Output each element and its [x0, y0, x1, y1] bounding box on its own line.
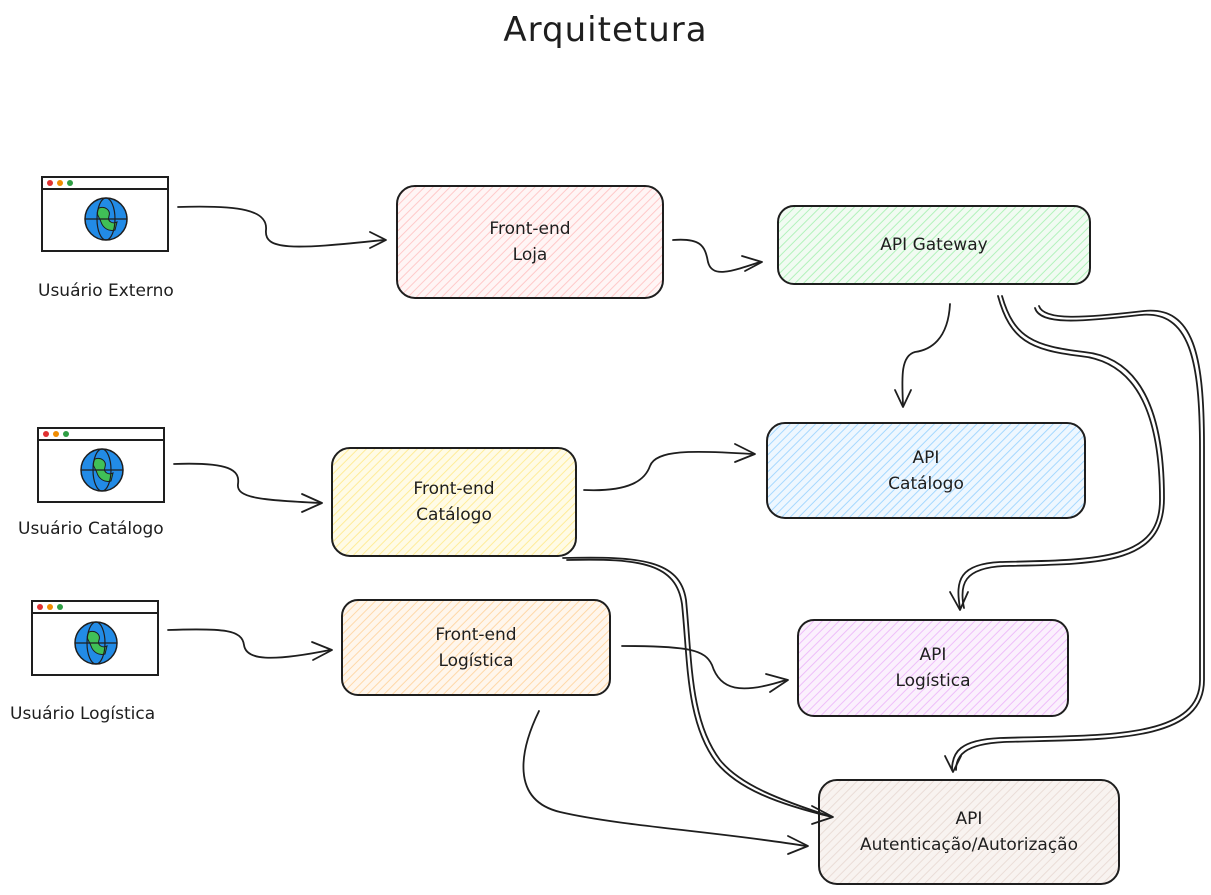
- node-api-logistica-line2: Logística: [895, 671, 971, 691]
- arrowhead-frontcat-to-apicat: [734, 443, 756, 463]
- node-api-auth-line2: Autenticação/Autorização: [859, 835, 1079, 855]
- node-api-gateway-line1: API Gateway: [880, 235, 988, 255]
- box-bg-api-logistica: [797, 619, 1069, 717]
- globe-icon: [84, 197, 128, 241]
- arrow-frontlog-to-apilog: [621, 645, 787, 690]
- arrow-catalogo-user-to-frontend: [173, 462, 321, 504]
- diagram-title: Arquitetura: [503, 10, 708, 50]
- arrow-gateway-to-auth-2: [955, 305, 1205, 771]
- node-api-catalogo-line1: API: [912, 447, 940, 468]
- arrow-frontcat-to-apicat: [583, 450, 753, 492]
- globe-icon: [80, 448, 124, 492]
- node-frontend-loja-line2: Loja: [512, 245, 548, 265]
- arrow-frontlog-to-auth: [522, 710, 807, 847]
- box-bg-frontend-loja: [396, 185, 664, 299]
- arrowhead-frontcat-to-auth: [811, 805, 834, 825]
- browser-window-icon: [37, 427, 165, 503]
- node-frontend-loja-line1: Front-end: [489, 219, 571, 239]
- box-bg-frontend-catalogo: [331, 447, 577, 557]
- arrowhead-catalogo-user-to-frontend: [301, 493, 323, 513]
- node-frontend-catalogo-line2: Catálogo: [416, 505, 492, 525]
- node-api-logistica: API Logística: [798, 620, 1068, 716]
- node-api-catalogo: API Catálogo: [767, 423, 1085, 518]
- box-bg-api-gateway: [777, 205, 1091, 285]
- arrow-gateway-to-catalogo: [901, 303, 951, 406]
- arrowhead-frontlog-to-apilog: [765, 673, 789, 693]
- box-bg-frontend-logistica: [341, 599, 611, 696]
- arrowhead-logistica-user-to-frontend: [311, 641, 333, 661]
- node-frontend-loja: Front-end Loja: [397, 186, 663, 298]
- arrow-gateway-to-logistica: [957, 295, 1161, 609]
- node-frontend-catalogo: Front-end Catálogo: [332, 448, 576, 556]
- box-bg-api-catalogo: [766, 422, 1086, 519]
- arrowhead-frontlog-to-auth: [787, 835, 809, 855]
- arrow-frontcat-to-auth: [562, 556, 833, 818]
- box-bg-api-auth: [818, 779, 1120, 885]
- user-label-logistica: Usuário Logística: [10, 704, 156, 724]
- node-frontend-logistica: Front-end Logística: [342, 600, 610, 695]
- arrowhead-loja-to-gateway: [741, 255, 763, 272]
- arrow-frontcat-to-auth-2: [566, 558, 833, 818]
- node-api-gateway: API Gateway: [778, 206, 1090, 284]
- node-api-auth: API Autenticação/Autorização: [819, 780, 1119, 884]
- node-frontend-logistica-line1: Front-end: [435, 624, 517, 645]
- globe-icon: [74, 621, 118, 665]
- node-frontend-logistica-line2: Logística: [438, 650, 514, 671]
- arrowhead-gateway-to-auth: [944, 755, 962, 773]
- user-label-externo: Usuário Externo: [38, 281, 174, 301]
- arrowhead-externo-to-loja: [369, 231, 387, 249]
- arrow-externo-to-loja: [177, 205, 385, 248]
- arrow-gateway-to-logistica-2: [961, 295, 1165, 609]
- user-label-catalogo: Usuário Catálogo: [18, 519, 164, 539]
- node-api-auth-line1: API: [955, 809, 983, 829]
- browser-window-icon: [41, 176, 169, 252]
- browser-window-icon: [31, 600, 159, 676]
- node-api-logistica-line1: API: [919, 645, 947, 665]
- node-api-catalogo-line2: Catálogo: [888, 473, 964, 494]
- node-frontend-catalogo-line1: Front-end: [413, 479, 495, 499]
- arrowhead-gateway-to-logistica: [949, 591, 969, 611]
- arrow-logistica-user-to-frontend: [167, 628, 331, 659]
- arrowhead-gateway-to-catalogo: [894, 389, 912, 408]
- arrow-loja-to-gateway: [672, 238, 761, 273]
- arrow-gateway-to-auth: [951, 307, 1201, 771]
